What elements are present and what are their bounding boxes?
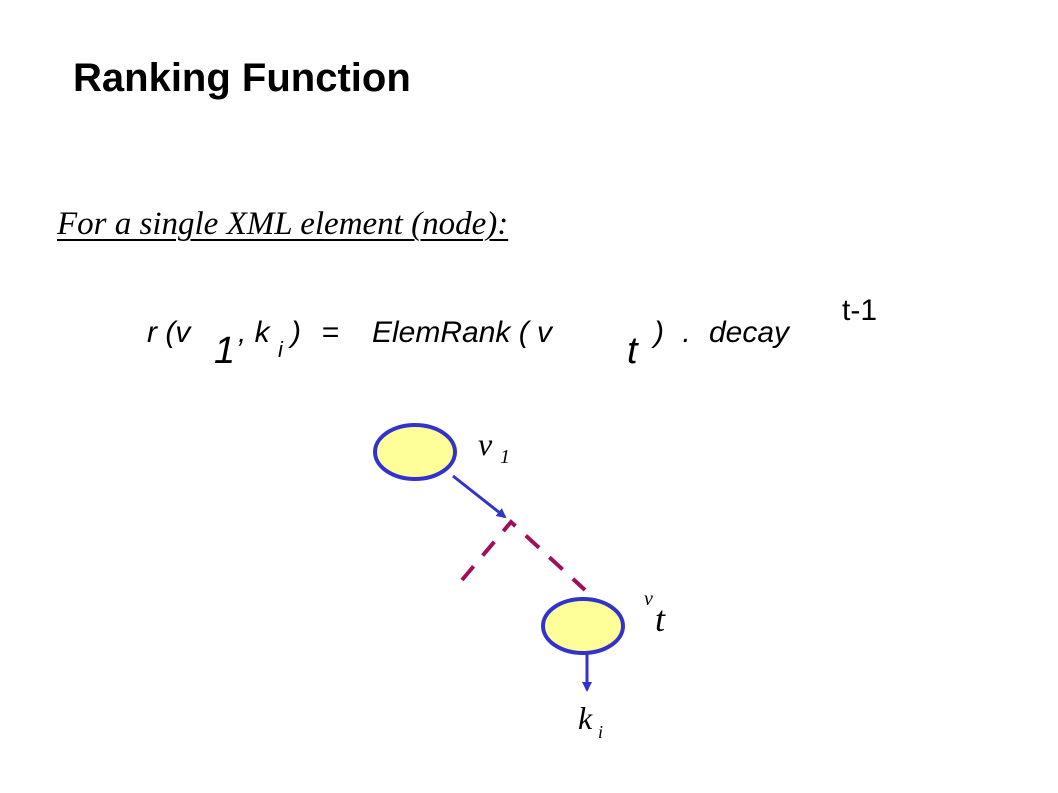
node-v1 [373, 423, 457, 481]
label-ki-sub: i [598, 722, 604, 742]
label-v1-sub: 1 [500, 446, 510, 468]
slide-title: Ranking Function [73, 56, 411, 100]
slide-subtitle: For a single XML element (node): [57, 206, 509, 242]
arrow-v1-to-path [452, 474, 507, 519]
formula-sub-t: t [627, 330, 638, 372]
label-vt-sub: t [655, 599, 666, 639]
formula-dot-decay: ) . decay [654, 316, 790, 349]
formula-comma-k: , k [238, 316, 270, 349]
dashed-path-edge [460, 519, 587, 592]
formula-elemrank: ElemRank ( v [372, 316, 553, 349]
label-ki: k [578, 700, 593, 736]
formula-superscript: t-1 [842, 294, 878, 327]
label-vt: v [644, 588, 653, 610]
formula-r-open: r (v [147, 316, 191, 349]
formula-sub-1: 1 [214, 330, 236, 372]
formula-close-eq: ) = [291, 316, 339, 349]
label-v1: v [478, 426, 493, 462]
node-vt [541, 597, 625, 655]
formula-sub-i: i [278, 337, 283, 362]
